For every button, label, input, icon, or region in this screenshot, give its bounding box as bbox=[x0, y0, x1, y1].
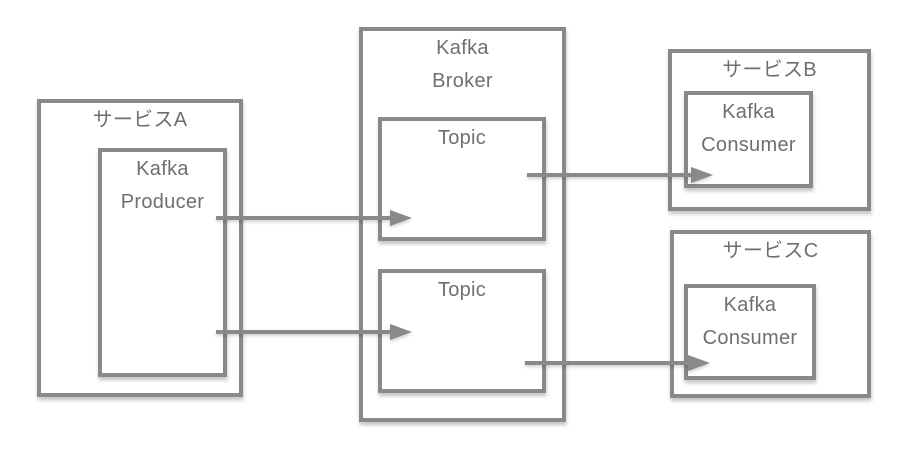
arrow-shaft bbox=[216, 216, 390, 220]
topic-2-label: Topic bbox=[437, 279, 487, 301]
kafka-broker-label-line2: Broker bbox=[432, 70, 493, 92]
kafka-producer-label: Kafka Producer bbox=[102, 152, 223, 219]
kafka-consumer-b-label: Kafka Consumer bbox=[688, 95, 809, 162]
node-kafka-consumer-b: Kafka Consumer bbox=[684, 91, 813, 188]
kafka-producer-label-line1: Kafka bbox=[136, 158, 189, 180]
arrow-topic-2-to-consumer-c bbox=[525, 355, 710, 371]
service-b-label: サービスB bbox=[722, 59, 817, 81]
arrow-head-icon bbox=[390, 210, 412, 226]
arrow-topic-1-to-consumer-b bbox=[527, 167, 713, 183]
topic-1-label: Topic bbox=[437, 127, 487, 149]
arrow-shaft bbox=[525, 361, 688, 365]
kafka-producer-label-line2: Producer bbox=[120, 191, 205, 213]
arrow-head-icon bbox=[691, 167, 713, 183]
kafka-broker-label-line1: Kafka bbox=[436, 37, 489, 59]
arrow-producer-to-topic-1 bbox=[216, 210, 412, 226]
node-kafka-consumer-c: Kafka Consumer bbox=[684, 284, 816, 380]
arrow-head-icon bbox=[688, 355, 710, 371]
kafka-consumer-c-label-line2: Consumer bbox=[702, 327, 798, 349]
kafka-consumer-b-label-line1: Kafka bbox=[722, 101, 775, 123]
kafka-broker-label: Kafka Broker bbox=[363, 31, 562, 98]
arrow-shaft bbox=[527, 173, 691, 177]
node-kafka-producer: Kafka Producer bbox=[98, 148, 227, 377]
kafka-consumer-c-label: Kafka Consumer bbox=[688, 288, 812, 355]
arrow-head-icon bbox=[390, 324, 412, 340]
arrow-producer-to-topic-2 bbox=[216, 324, 412, 340]
arrow-shaft bbox=[216, 330, 390, 334]
kafka-consumer-b-label-line2: Consumer bbox=[701, 134, 796, 156]
service-a-label: サービスA bbox=[92, 109, 188, 131]
service-c-label: サービスC bbox=[722, 240, 819, 262]
kafka-consumer-c-label-line1: Kafka bbox=[723, 294, 777, 316]
